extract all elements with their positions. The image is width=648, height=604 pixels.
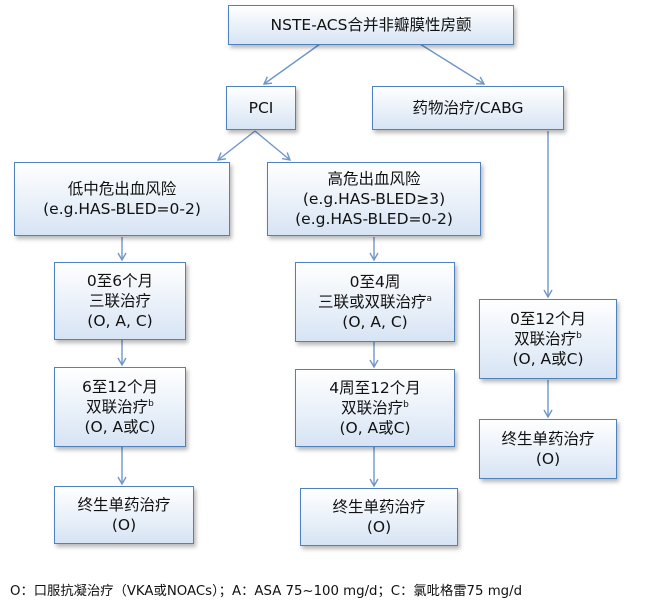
node-label: 4周至12个月 xyxy=(329,379,421,397)
node-right-0-12-months: 0至12个月 双联治疗b (O, A或C) xyxy=(479,299,617,379)
node-label: 0至4周 xyxy=(349,273,401,291)
node-label: PCI xyxy=(248,99,274,117)
node-left-6-12-months: 6至12个月 双联治疗b (O, A或C) xyxy=(54,367,186,447)
node-label: 双联治疗 xyxy=(341,399,404,417)
node-label: (O, A或C) xyxy=(339,419,411,437)
node-label: (O) xyxy=(111,516,137,534)
node-label: 0至6个月 xyxy=(86,272,154,290)
footnote-marker: b xyxy=(148,399,154,409)
node-label: (e.g.HAS-BLED=0-2) xyxy=(43,200,201,218)
node-label: 6至12个月 xyxy=(81,378,159,396)
node-nste-acs-af: NSTE-ACS合并非瓣膜性房颤 xyxy=(228,5,514,45)
footnote-marker: b xyxy=(403,400,409,410)
node-label: (O) xyxy=(535,450,561,468)
arrow-pci-to-high xyxy=(254,130,292,161)
node-mid-lifelong: 终生单药治疗 (O) xyxy=(300,488,458,546)
node-low-bleeding-risk: 低中危出血风险 (e.g.HAS-BLED=0-2) xyxy=(14,162,230,236)
arrow-top-to-drug xyxy=(419,43,486,85)
node-label: (O, A或C) xyxy=(84,418,156,436)
node-label: 终生单药治疗 xyxy=(77,496,171,514)
node-label: 三联治疗 xyxy=(88,292,151,310)
node-label: (O) xyxy=(366,518,392,536)
node-mid-4w-12-months: 4周至12个月 双联治疗b (O, A或C) xyxy=(295,369,455,447)
node-label: 高危出血风险 xyxy=(327,170,421,188)
node-drug-cabg: 药物治疗/CABG xyxy=(372,86,564,130)
node-pci: PCI xyxy=(226,86,296,130)
footnote-marker: b xyxy=(576,331,582,341)
node-label: (e.g.HAS-BLED≥3) xyxy=(302,190,446,208)
node-label: 终生单药治疗 xyxy=(332,498,426,516)
node-label: 低中危出血风险 xyxy=(67,180,177,198)
node-label: NSTE-ACS合并非瓣膜性房颤 xyxy=(270,16,472,34)
node-label: (O, A, C) xyxy=(87,312,153,330)
node-label: 药物治疗/CABG xyxy=(412,99,524,117)
node-label: (O, A, C) xyxy=(342,313,408,331)
node-label: (O, A或C) xyxy=(512,350,584,368)
legend-footnote: O：口服抗凝治疗（VKA或NOACs）；A：ASA 75~100 mg/d；C：… xyxy=(10,584,523,599)
node-mid-0-4-weeks: 0至4周 三联或双联治疗a (O, A, C) xyxy=(295,262,455,342)
node-right-lifelong: 终生单药治疗 (O) xyxy=(479,419,617,479)
arrow-pci-to-low xyxy=(216,130,256,161)
node-label: 0至12个月 xyxy=(509,310,587,328)
node-label: 三联或双联治疗 xyxy=(317,293,427,311)
node-left-0-6-months: 0至6个月 三联治疗 (O, A, C) xyxy=(54,262,186,340)
node-left-lifelong: 终生单药治疗 (O) xyxy=(54,486,194,544)
footnote-marker: a xyxy=(426,294,433,304)
node-high-bleeding-risk: 高危出血风险 (e.g.HAS-BLED≥3) (e.g.HAS-BLED=0-… xyxy=(267,162,481,236)
node-label: 双联治疗 xyxy=(514,330,577,348)
node-label: 双联治疗 xyxy=(86,398,149,416)
node-label: (e.g.HAS-BLED=0-2) xyxy=(295,210,453,228)
arrow-top-to-pci xyxy=(262,43,321,85)
node-label: 终生单药治疗 xyxy=(501,430,595,448)
